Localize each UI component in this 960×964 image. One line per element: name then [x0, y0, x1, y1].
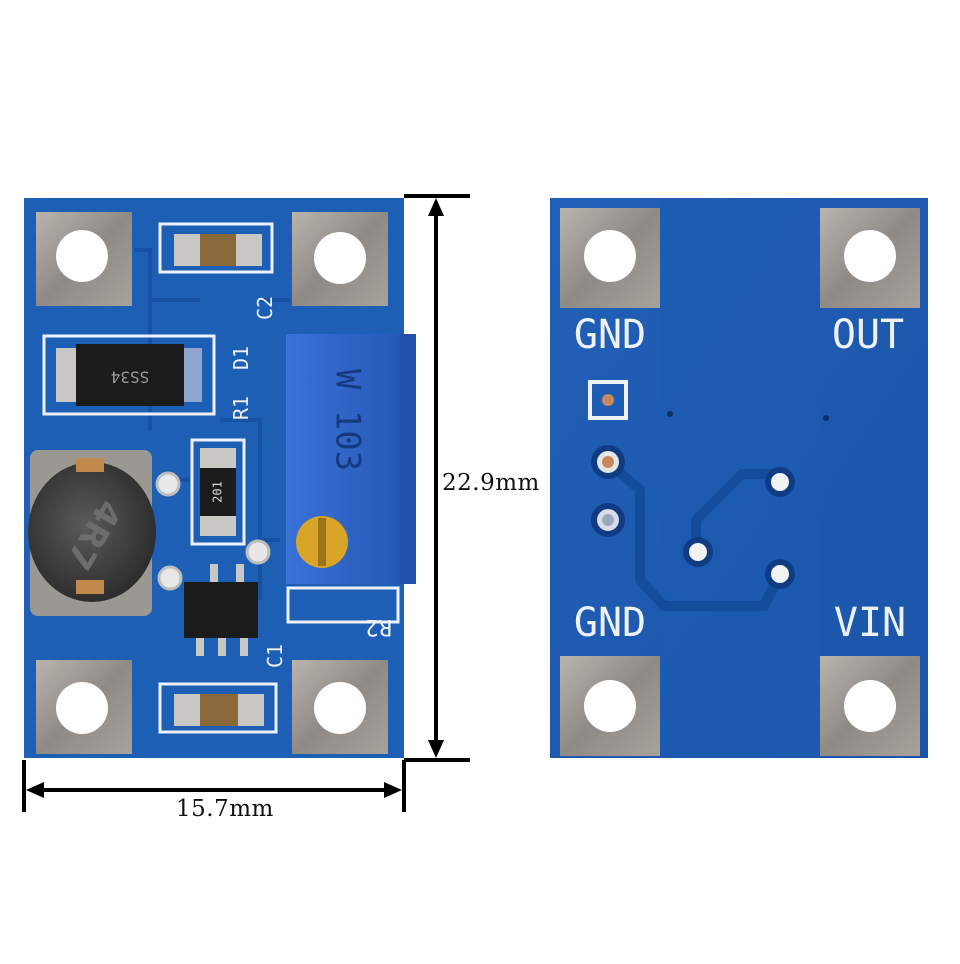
- pot-marking: W 103: [328, 369, 368, 471]
- resistor-r1: 201: [190, 438, 246, 546]
- via: [155, 471, 181, 497]
- label-d1: D1: [229, 346, 253, 370]
- pin-label-vin: VIN: [834, 600, 906, 646]
- diode-d1: SS34: [42, 334, 216, 416]
- inductor: 4R7: [28, 450, 156, 616]
- back-vias: [591, 445, 795, 589]
- height-dimension-label: 22.9mm: [442, 470, 540, 496]
- label-c2: C2: [253, 296, 277, 320]
- back-pad-top-left: [560, 208, 660, 308]
- square-pad: [588, 380, 628, 420]
- back-pad-bottom-left: [560, 656, 660, 756]
- dimension-width: [22, 760, 406, 812]
- front-pad-bottom-left: [36, 660, 132, 754]
- capacitor-c1: [158, 682, 278, 734]
- back-pad-bottom-right: [820, 656, 920, 756]
- front-pad-bottom-right: [292, 660, 388, 754]
- pin-label-gnd-top: GND: [574, 312, 646, 358]
- pin-label-gnd-bottom: GND: [574, 600, 646, 646]
- capacitor-c2: [158, 222, 274, 274]
- back-pad-top-right: [820, 208, 920, 308]
- resistor-marking: 201: [211, 481, 225, 503]
- pin-label-out: OUT: [832, 312, 904, 358]
- back-board: GND OUT GND VIN: [550, 198, 928, 758]
- width-dimension-label: 15.7mm: [176, 796, 274, 822]
- label-c1: C1: [263, 644, 287, 668]
- label-r2: R2: [366, 614, 393, 639]
- front-pad-top-left: [36, 212, 132, 306]
- front-board: SS34 C2 D1 R1 201 4R7: [24, 198, 416, 758]
- label-r1: R1: [229, 396, 253, 420]
- ic-chip: [184, 564, 258, 656]
- diode-marking: SS34: [111, 368, 150, 387]
- front-pad-top-right: [292, 212, 388, 306]
- via: [245, 539, 271, 565]
- via: [157, 565, 183, 591]
- dimension-height: [404, 194, 470, 762]
- potentiometer: W 103: [286, 334, 416, 624]
